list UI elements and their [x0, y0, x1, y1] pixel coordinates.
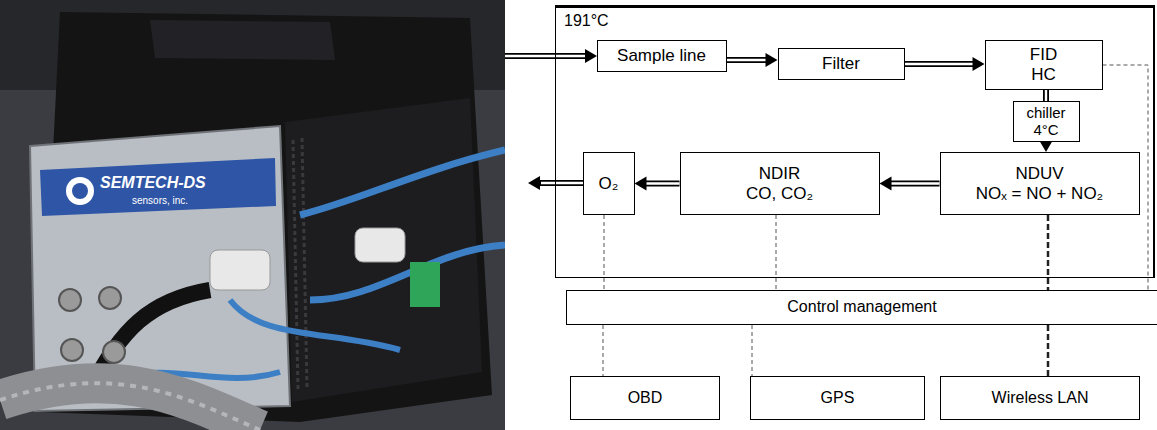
arrowhead — [1039, 140, 1053, 152]
logo-stripe — [40, 158, 276, 216]
connector-body — [210, 250, 270, 290]
analyzer-box: NDUVNOₓ = NO + NO₂ — [940, 152, 1140, 215]
pipe-inner — [727, 59, 767, 61]
arrowhead — [880, 177, 892, 191]
heated-line — [0, 383, 260, 430]
flow-connector — [1046, 90, 1047, 101]
logo-mark — [72, 183, 88, 199]
pipe-outline — [905, 61, 977, 67]
flow-connector — [905, 57, 985, 71]
node-text: Filter — [822, 54, 860, 74]
photo-label: sensors, inc. — [132, 195, 188, 206]
pipe-outline — [727, 57, 770, 63]
outlet-arrow — [537, 180, 583, 186]
control-bar: Control management — [566, 290, 1157, 325]
analyzer-box: NDIRCO, CO₂ — [680, 152, 880, 215]
port — [61, 339, 83, 361]
heated-line-rib — [0, 383, 260, 430]
flow-connector — [603, 325, 604, 376]
node-text: OBD — [628, 389, 663, 407]
process-box: Sample line — [597, 40, 727, 72]
case-handle — [150, 20, 335, 60]
cable — [310, 245, 505, 300]
cable — [300, 150, 505, 215]
cable — [230, 300, 400, 350]
photo-label: SEMTECH-DS — [100, 174, 206, 192]
arrowhead — [766, 53, 778, 67]
inlet-arrowhead — [585, 49, 597, 63]
node-text: NOₓ = NO + NO₂ — [976, 184, 1103, 204]
pipe-inner — [905, 63, 974, 65]
analyzer-box: O₂ — [583, 152, 635, 215]
analyzer-photo — [0, 0, 505, 430]
signal-line — [776, 215, 777, 290]
analyzer-box: FIDHC — [985, 40, 1103, 90]
signal-line — [603, 325, 604, 376]
port — [103, 341, 125, 363]
node-text: CO, CO₂ — [746, 184, 813, 204]
process-box: Filter — [778, 48, 905, 80]
arrowhead — [635, 177, 647, 191]
case-side — [285, 98, 482, 402]
signal-line — [752, 325, 753, 376]
signal-line — [1047, 215, 1050, 290]
interface-box: GPS — [750, 376, 925, 420]
node-text: 191°C — [564, 12, 1145, 30]
flow-connector — [776, 215, 777, 290]
node-text: Control management — [787, 298, 936, 316]
inlet-arrow — [505, 55, 586, 57]
node-text: chiller — [1026, 104, 1065, 121]
pipe-inner — [1045, 90, 1047, 101]
pipe-inner — [891, 182, 940, 184]
node-text: FID — [1030, 45, 1057, 65]
node-text: Wireless LAN — [992, 389, 1089, 407]
photo-background — [0, 0, 505, 430]
flow-connector — [1039, 140, 1053, 152]
node-text: HC — [1031, 65, 1056, 85]
flow-connector — [752, 325, 753, 376]
tag — [410, 262, 440, 307]
logo-circle — [66, 177, 94, 205]
signal-line — [1047, 325, 1050, 376]
node-text: Sample line — [617, 46, 706, 66]
heated-enclosure: 191°C Sample line Filter FIDHC chiller4°C NDU… — [555, 5, 1155, 278]
port — [99, 287, 121, 309]
vent — [302, 138, 307, 388]
flow-connector — [880, 177, 940, 191]
node-text: 4°C — [1033, 121, 1058, 138]
flow-connector — [727, 53, 778, 67]
outlet-arrowhead — [528, 176, 540, 190]
flow-connector — [1048, 215, 1049, 290]
flow-connector — [1048, 325, 1049, 376]
flow-connector — [604, 215, 605, 290]
process-box: chiller4°C — [1013, 101, 1080, 142]
pipe-outline — [888, 181, 940, 187]
pipe-outline — [1043, 90, 1049, 101]
connector-body — [355, 228, 405, 262]
signal-line — [604, 215, 605, 290]
inlet-arrow — [505, 53, 590, 59]
arrowhead — [973, 57, 985, 71]
node-text: GPS — [821, 389, 855, 407]
interface-box: OBD — [570, 376, 720, 420]
pipe-outline — [643, 181, 680, 187]
node-text: NDIR — [759, 164, 801, 184]
vent — [293, 140, 298, 390]
outlet-arrow — [541, 182, 583, 184]
port — [59, 289, 81, 311]
interface-box: Wireless LAN — [940, 376, 1140, 420]
pipe-inner — [646, 182, 680, 184]
node-text: NDUV — [1015, 164, 1063, 184]
node-text: O₂ — [599, 174, 619, 194]
flow-connector — [635, 177, 680, 191]
